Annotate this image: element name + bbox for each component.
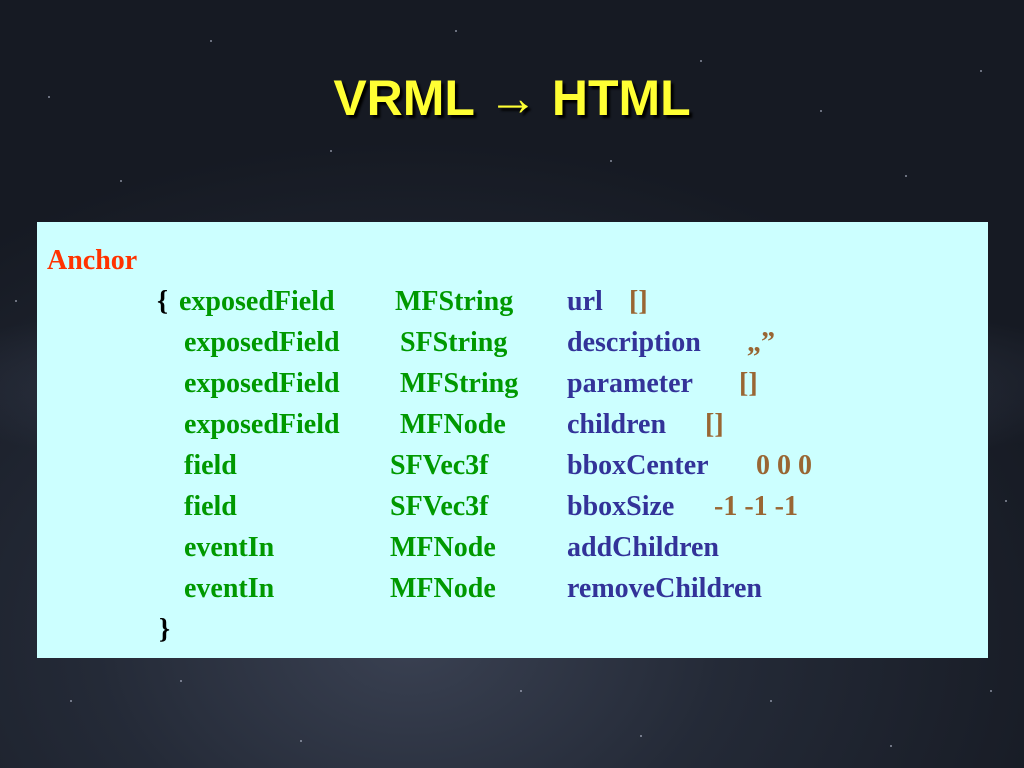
field-kind: field	[184, 450, 237, 481]
field-kind: field	[184, 491, 237, 522]
field-row: field SFVec3f bboxSize -1 -1 -1	[47, 486, 988, 527]
field-name: removeChildren	[567, 573, 762, 604]
field-kind: exposedField	[184, 327, 340, 358]
field-kind: eventIn	[184, 532, 275, 563]
field-row: exposedField MFNode children []	[47, 404, 988, 445]
field-kind: eventIn	[184, 573, 275, 604]
open-brace: {	[157, 286, 169, 317]
field-name: children	[567, 409, 667, 440]
field-type: MFString	[395, 286, 514, 317]
field-name: addChildren	[567, 532, 719, 563]
field-row: field SFVec3f bboxCenter 0 0 0	[47, 445, 988, 486]
field-row: exposedField MFString parameter []	[47, 363, 988, 404]
close-brace: }	[159, 614, 171, 645]
field-default: []	[739, 368, 758, 399]
field-row: exposedField SFString description „”	[47, 322, 988, 363]
field-name: description	[567, 327, 701, 358]
field-type: SFVec3f	[390, 450, 489, 481]
slide-title: VRML → HTML	[333, 70, 691, 126]
vrml-node-definition: Anchor { exposedField MFString url [] ex…	[37, 222, 988, 658]
field-row: eventIn MFNode removeChildren	[47, 568, 988, 609]
field-type: SFString	[400, 327, 508, 358]
field-default: []	[629, 286, 648, 317]
field-default: „”	[747, 327, 775, 358]
field-kind: exposedField	[184, 368, 340, 399]
field-type: SFVec3f	[390, 491, 489, 522]
field-kind: exposedField	[184, 409, 340, 440]
field-default: -1 -1 -1	[714, 491, 798, 522]
field-type: MFNode	[390, 573, 496, 604]
field-name: bboxSize	[567, 491, 675, 522]
field-row: eventIn MFNode addChildren	[47, 527, 988, 568]
field-type: MFString	[400, 368, 519, 399]
field-default: []	[705, 409, 724, 440]
field-type: MFNode	[400, 409, 506, 440]
open-brace-row: { exposedField MFString url []	[47, 281, 988, 322]
field-default: 0 0 0	[756, 450, 812, 481]
node-name: Anchor	[47, 245, 138, 276]
field-name: url	[567, 286, 603, 317]
field-type: MFNode	[390, 532, 496, 563]
close-brace-row: }	[47, 609, 988, 650]
field-kind: exposedField	[179, 286, 335, 317]
field-name: bboxCenter	[567, 450, 709, 481]
field-name: parameter	[567, 368, 693, 399]
